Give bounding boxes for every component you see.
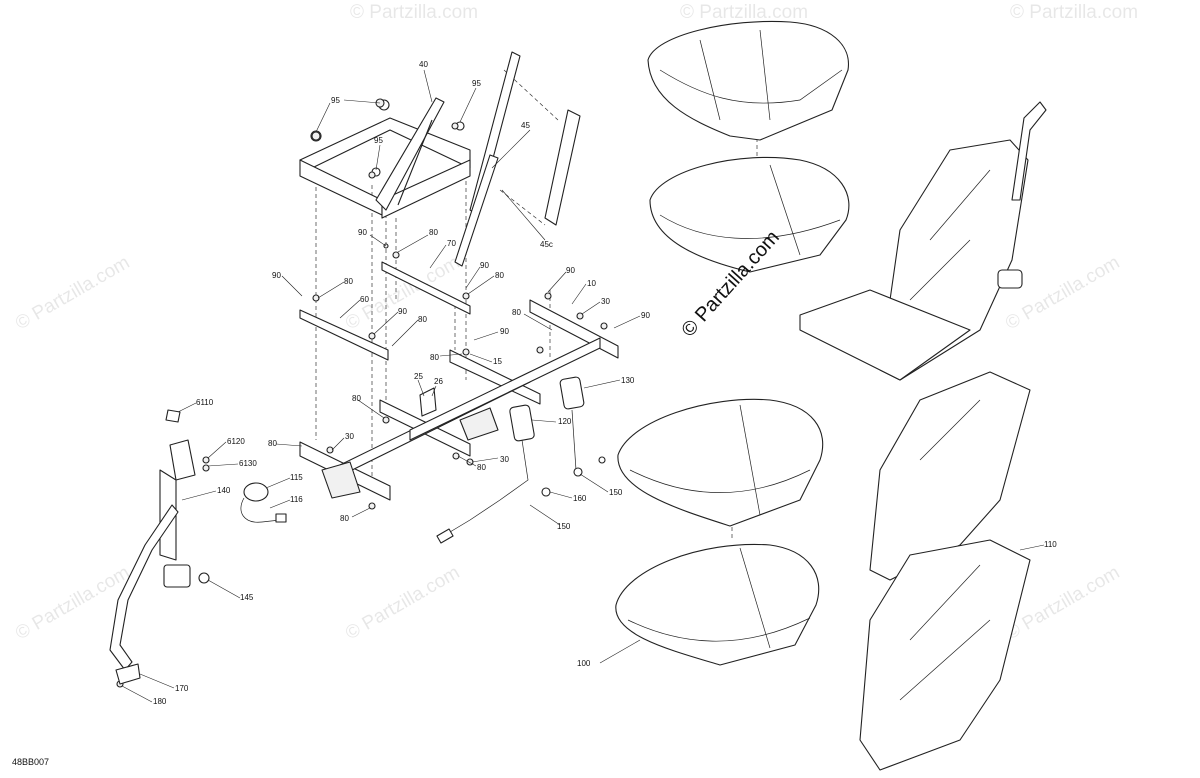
callout-26: 26	[434, 377, 443, 386]
watermark-text: © Partzilla.com	[342, 562, 463, 644]
watermark-text: © Partzilla.com	[12, 252, 133, 334]
callout-80: 80	[477, 463, 486, 472]
callout-150: 150	[609, 488, 623, 497]
backrest-bracket-rails	[454, 51, 581, 267]
callout-70: 70	[447, 239, 456, 248]
callout-labels: 40 95 95 95 45 45c 90 80 70 90 80 90 80 …	[153, 60, 1057, 706]
callout-95: 95	[331, 96, 340, 105]
callout-90: 90	[398, 307, 407, 316]
watermark-text: © Partzilla.com	[1002, 252, 1123, 334]
watermark-text: © Partzilla.com	[350, 2, 478, 23]
callout-leaders	[121, 69, 1045, 703]
callout-90: 90	[358, 228, 367, 237]
callout-40: 40	[419, 60, 428, 69]
callout-15: 15	[493, 357, 502, 366]
callout-140: 140	[217, 486, 231, 495]
callout-30: 30	[500, 455, 509, 464]
lower-bucket-seat	[859, 371, 1031, 771]
callout-30: 30	[345, 432, 354, 441]
callout-100: 100	[577, 659, 591, 668]
callout-80: 80	[430, 353, 439, 362]
callout-90: 90	[500, 327, 509, 336]
upper-seat-cushion-top	[647, 20, 849, 141]
callout-95: 95	[472, 79, 481, 88]
upper-bucket-seat	[799, 101, 1047, 381]
callout-80: 80	[495, 271, 504, 280]
callout-120: 120	[558, 417, 572, 426]
callout-150: 150	[557, 522, 571, 531]
callout-80: 80	[352, 394, 361, 403]
callout-6110: 6110	[196, 398, 214, 407]
seat-slide-rails	[299, 261, 471, 361]
callout-6130: 6130	[239, 459, 257, 468]
callout-170: 170	[175, 684, 189, 693]
seat-belt-switch	[240, 482, 287, 523]
callout-130: 130	[621, 376, 635, 385]
callout-45c: 45c	[540, 240, 553, 249]
callout-90: 90	[272, 271, 281, 280]
callout-115: 115	[290, 473, 303, 482]
retractor-seat-belt	[109, 409, 210, 685]
callout-80: 80	[340, 514, 349, 523]
diagram-reference-code: 48BB007	[12, 757, 49, 767]
callout-90: 90	[641, 311, 650, 320]
watermark-text: © Partzilla.com	[680, 2, 808, 23]
callout-60: 60	[360, 295, 369, 304]
callout-80: 80	[268, 439, 277, 448]
callout-160: 160	[573, 494, 587, 503]
callout-6120: 6120	[227, 437, 245, 446]
callout-80: 80	[429, 228, 438, 237]
callout-90: 90	[566, 266, 575, 275]
callout-80: 80	[512, 308, 521, 317]
callout-110: 110	[1044, 540, 1057, 549]
callout-180: 180	[153, 697, 167, 706]
lower-seat-cushion-base	[615, 543, 820, 666]
lower-base-frame	[299, 299, 619, 501]
callout-25: 25	[414, 372, 423, 381]
callout-145: 145	[240, 593, 254, 602]
seat-belt-buckles	[436, 376, 606, 544]
callout-30: 30	[601, 297, 610, 306]
lower-seat-cushion-top	[617, 398, 824, 527]
callout-116: 116	[290, 495, 303, 504]
upper-seat-cushion-base	[649, 156, 850, 273]
callout-90: 90	[480, 261, 489, 270]
callout-80: 80	[418, 315, 427, 324]
watermark-text: © Partzilla.com	[1010, 2, 1138, 23]
fasteners	[116, 98, 608, 688]
upper-seat-frame	[299, 97, 471, 219]
callout-95: 95	[374, 136, 383, 145]
callout-80: 80	[344, 277, 353, 286]
callout-45: 45	[521, 121, 530, 130]
callout-10: 10	[587, 279, 596, 288]
